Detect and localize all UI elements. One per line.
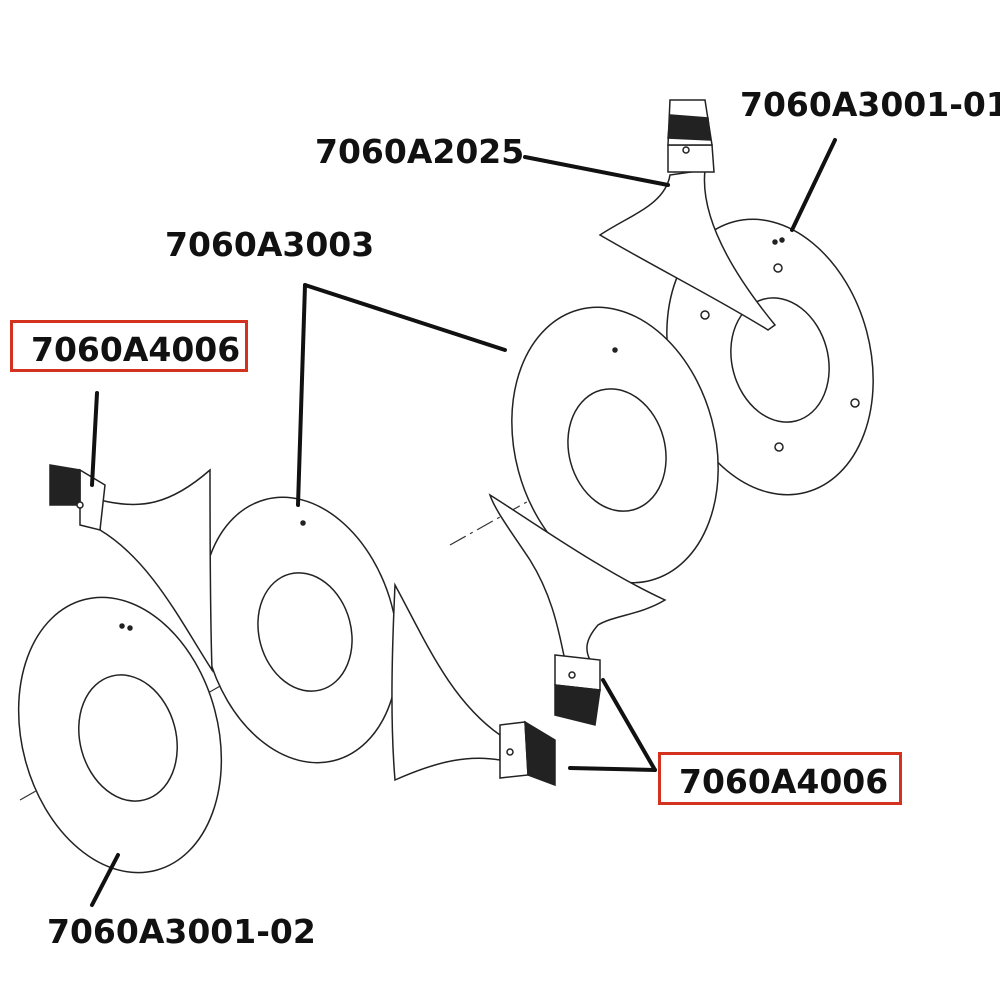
highlight-box-7060A4006-left: 7060A4006: [10, 320, 248, 372]
label-7060A3001-01: 7060A3001-01: [740, 85, 1000, 124]
highlight-box-7060A4006-right: 7060A4006: [658, 752, 902, 805]
leader-lines: [90, 138, 837, 907]
fan-blade-7060A4006-lower: [391, 582, 556, 787]
leader-7060A2025: [523, 155, 670, 187]
leader-7060A4006-right-a: [601, 678, 657, 772]
leader-7060A4006-left: [90, 391, 99, 487]
label-7060A3001-02: 7060A3001-02: [47, 912, 316, 951]
leader-7060A3003-a: [303, 283, 507, 352]
leader-7060A3001-02: [90, 853, 120, 907]
leader-7060A4006-right-b: [568, 766, 657, 772]
label-7060A2025: 7060A2025: [315, 132, 525, 171]
fan-blade-7060A2025: [598, 99, 777, 331]
fan-blade-7060A4006-left: [49, 464, 213, 673]
leader-7060A3003-b: [296, 283, 307, 507]
leader-7060A3001-01: [790, 138, 837, 232]
disc-7060A3003-left: [201, 496, 399, 764]
fan-blade-7060A4006-right: [488, 493, 667, 726]
label-7060A3003: 7060A3003: [165, 225, 375, 264]
label-7060A4006-left: 7060A4006: [31, 330, 241, 369]
disc-7060A3003-right: [511, 306, 719, 584]
label-7060A4006-right: 7060A4006: [679, 762, 889, 801]
disc-7060A3001-02: [17, 596, 223, 874]
